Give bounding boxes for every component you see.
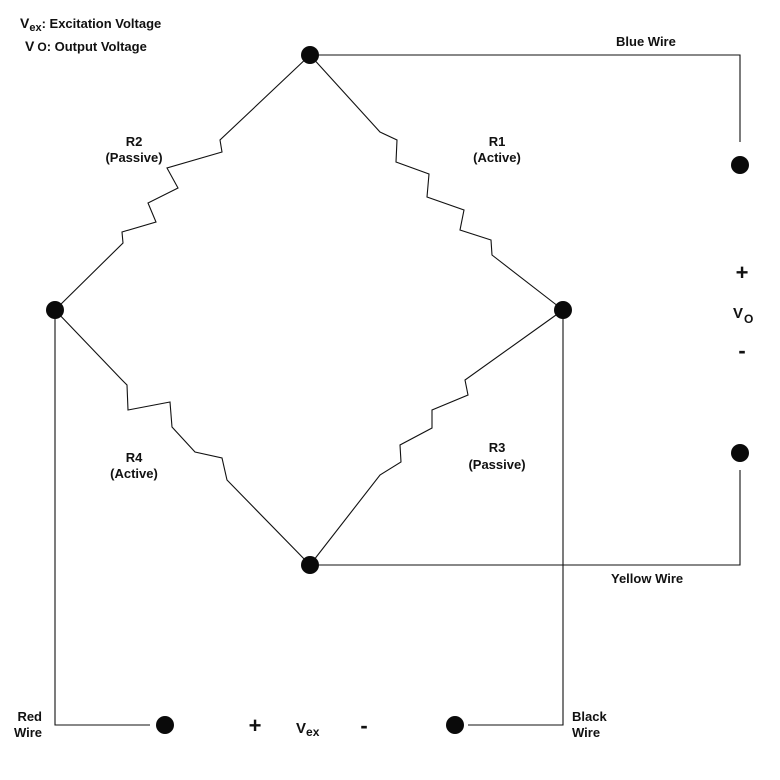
vex-symbol-sub: ex — [306, 725, 320, 739]
red-wire-label-line1: Red — [17, 709, 42, 724]
vo-minus-sign: - — [738, 338, 745, 363]
r4-label: R4 — [126, 450, 143, 465]
r1-label: R1 — [489, 134, 506, 149]
vo-symbol: VO — [733, 305, 753, 326]
vex-plus-sign: + — [249, 713, 262, 738]
legend-vex-desc: : Excitation Voltage — [42, 16, 162, 31]
legend-vo-desc: : Output Voltage — [47, 39, 147, 54]
blue-wire-line — [310, 54, 741, 142]
black-wire-line — [468, 310, 564, 726]
legend-vex-sub: ex — [29, 22, 42, 34]
yellow-wire-line — [310, 470, 741, 566]
node-right — [554, 301, 572, 319]
node-bottom — [301, 556, 319, 574]
vo-symbol-main: V — [733, 305, 743, 322]
black-wire-label-line1: Black — [572, 709, 607, 724]
r2-type: (Passive) — [105, 150, 162, 165]
terminal-vo-minus — [731, 444, 749, 462]
r3-label: R3 — [489, 440, 506, 455]
r2-label: R2 — [126, 134, 143, 149]
legend-vo-sub: O — [37, 40, 46, 54]
terminal-vex-minus — [446, 716, 464, 734]
vo-plus-sign: + — [736, 260, 749, 285]
r3-type: (Passive) — [468, 457, 525, 472]
r1-type: (Active) — [473, 150, 521, 165]
r4-type: (Active) — [110, 466, 158, 481]
vex-symbol-main: V — [296, 720, 306, 737]
node-top — [301, 46, 319, 64]
legend-vo-symbol: V — [25, 38, 35, 54]
terminal-vex-plus — [156, 716, 174, 734]
red-wire-label-line2: Wire — [14, 725, 42, 740]
arm-r4 — [54, 309, 311, 566]
red-wire-line — [54, 310, 150, 726]
arm-r1 — [309, 54, 564, 311]
vo-symbol-sub: O — [744, 312, 753, 326]
legend-vex-symbol: V — [20, 15, 30, 31]
black-wire-label-line2: Wire — [572, 725, 600, 740]
vex-symbol: Vex — [296, 720, 320, 739]
terminal-vo-plus — [731, 156, 749, 174]
vex-minus-sign: - — [360, 713, 367, 738]
legend-vex: Vex: Excitation Voltage — [20, 15, 161, 34]
arm-r2 — [54, 54, 311, 311]
node-left — [46, 301, 64, 319]
yellow-wire-label: Yellow Wire — [611, 571, 683, 586]
blue-wire-label: Blue Wire — [616, 34, 676, 49]
arm-r3 — [309, 309, 564, 566]
